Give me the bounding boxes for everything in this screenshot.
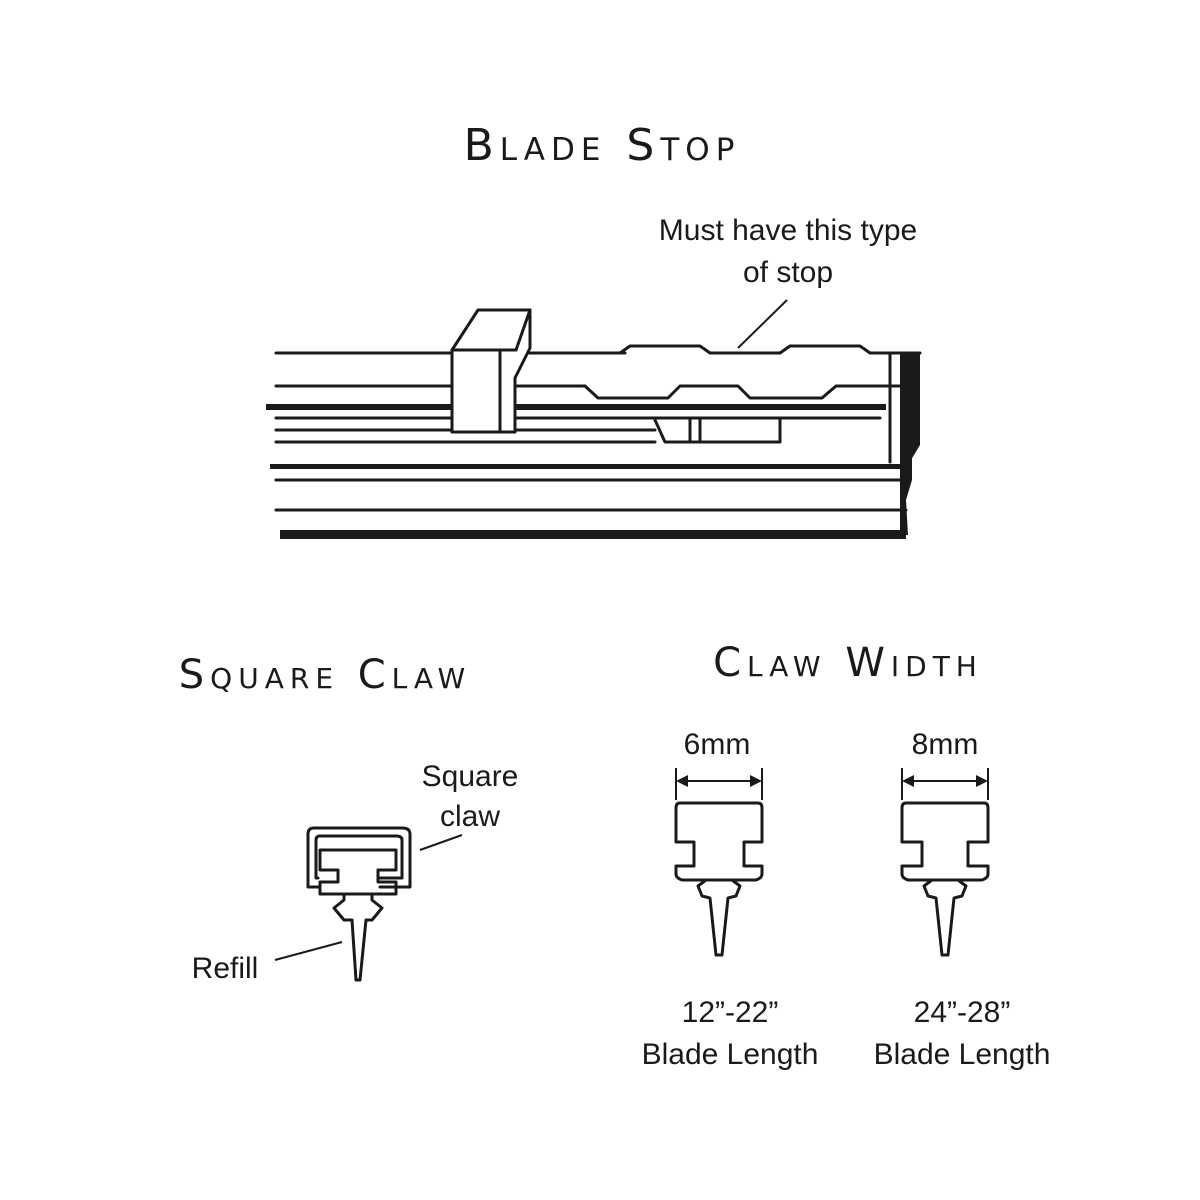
blade-length-range: 24”-28” bbox=[914, 996, 1011, 1029]
claw-width-item-8mm: 8mm 24”-28” Blade Length bbox=[874, 728, 1051, 1071]
square-claw-title: Square Claw bbox=[179, 652, 471, 698]
refill-leader bbox=[274, 941, 343, 961]
claw-width-value: 8mm bbox=[912, 728, 979, 761]
refill-profile-8mm bbox=[900, 801, 990, 957]
claw-width-value: 6mm bbox=[684, 728, 751, 761]
refill-profile-6mm bbox=[674, 801, 764, 957]
blade-length-label: Blade Length bbox=[874, 1038, 1051, 1071]
refill-label: Refill bbox=[192, 952, 259, 985]
square-claw-label-line1: Square bbox=[422, 760, 519, 793]
blade-stop-illustration bbox=[266, 308, 922, 539]
stop-callout-line1: Must have this type bbox=[659, 214, 917, 247]
claw-width-item-6mm: 6mm 12”-22” Blade Length bbox=[642, 728, 819, 1071]
claw-width-title: Claw Width bbox=[713, 640, 983, 686]
stop-callout-line2: of stop bbox=[743, 256, 833, 289]
blade-length-label: Blade Length bbox=[642, 1038, 819, 1071]
width-dimension-arrow bbox=[901, 768, 989, 800]
square-claw-illustration bbox=[306, 826, 412, 982]
blade-length-range: 12”-22” bbox=[682, 996, 779, 1029]
width-dimension-arrow bbox=[675, 768, 763, 800]
square-claw-leader bbox=[419, 834, 463, 851]
square-claw-label-line2: claw bbox=[440, 800, 500, 833]
blade-stop-title: Blade Stop bbox=[464, 120, 741, 171]
stop-callout-leader bbox=[737, 299, 788, 349]
